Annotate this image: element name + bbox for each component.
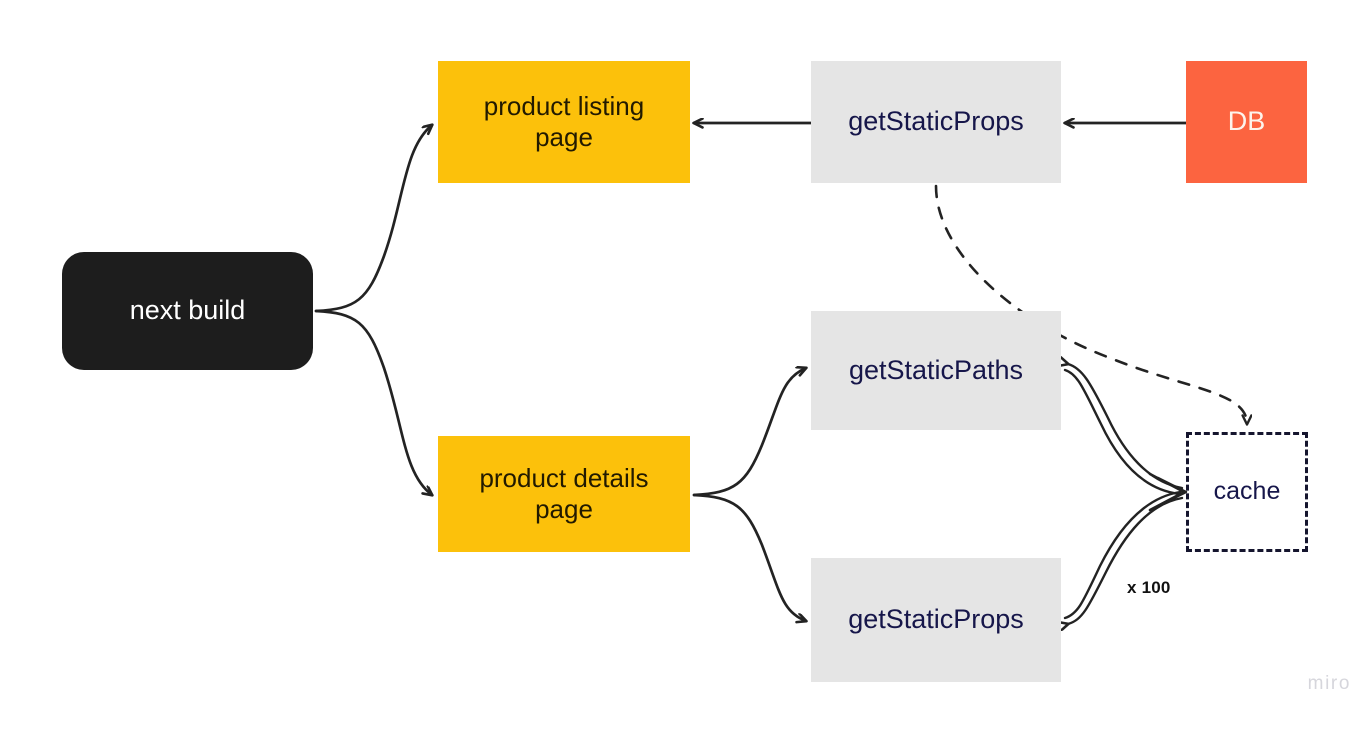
edge-arrowhead-into-cache-2: [1156, 476, 1188, 508]
miro-watermark: miro: [1307, 673, 1351, 694]
node-product-listing-page-label: product listing page: [483, 91, 645, 152]
node-next-build-label: next build: [129, 295, 246, 326]
node-product-details-page-label: product details page: [479, 463, 649, 524]
node-db-label: DB: [1227, 106, 1266, 137]
node-cache-label: cache: [1213, 477, 1281, 506]
edge-next-build-to-details: [314, 309, 432, 495]
node-get-static-props-details-label: getStaticProps: [848, 604, 1024, 635]
edge-getstaticprops-bottom-to-cache-b: [1063, 490, 1182, 620]
node-product-details-page[interactable]: product details page: [438, 436, 690, 552]
node-next-build[interactable]: next build: [62, 252, 313, 370]
node-cache[interactable]: cache: [1186, 432, 1308, 552]
node-get-static-props-listing-label: getStaticProps: [848, 106, 1024, 137]
edge-label-x100: x 100: [1127, 578, 1171, 597]
edge-details-to-getstaticprops: [692, 493, 806, 621]
edge-getstaticpaths-to-cache-b: [1063, 368, 1182, 496]
node-db[interactable]: DB: [1186, 61, 1307, 183]
edge-next-build-to-listing: [314, 125, 432, 313]
node-product-listing-page[interactable]: product listing page: [438, 61, 690, 183]
edge-getstaticpaths-to-cache-a: [1068, 364, 1184, 490]
node-get-static-props-details[interactable]: getStaticProps: [811, 558, 1061, 682]
edge-details-to-getstaticpaths: [692, 368, 806, 497]
node-get-static-paths-label: getStaticPaths: [848, 354, 1024, 385]
edge-arrowhead-into-cache: [1148, 472, 1186, 512]
edge-getstaticprops-bottom-to-cache-a: [1068, 496, 1184, 624]
node-get-static-props-listing[interactable]: getStaticProps: [811, 61, 1061, 183]
node-get-static-paths[interactable]: getStaticPaths: [811, 311, 1061, 430]
